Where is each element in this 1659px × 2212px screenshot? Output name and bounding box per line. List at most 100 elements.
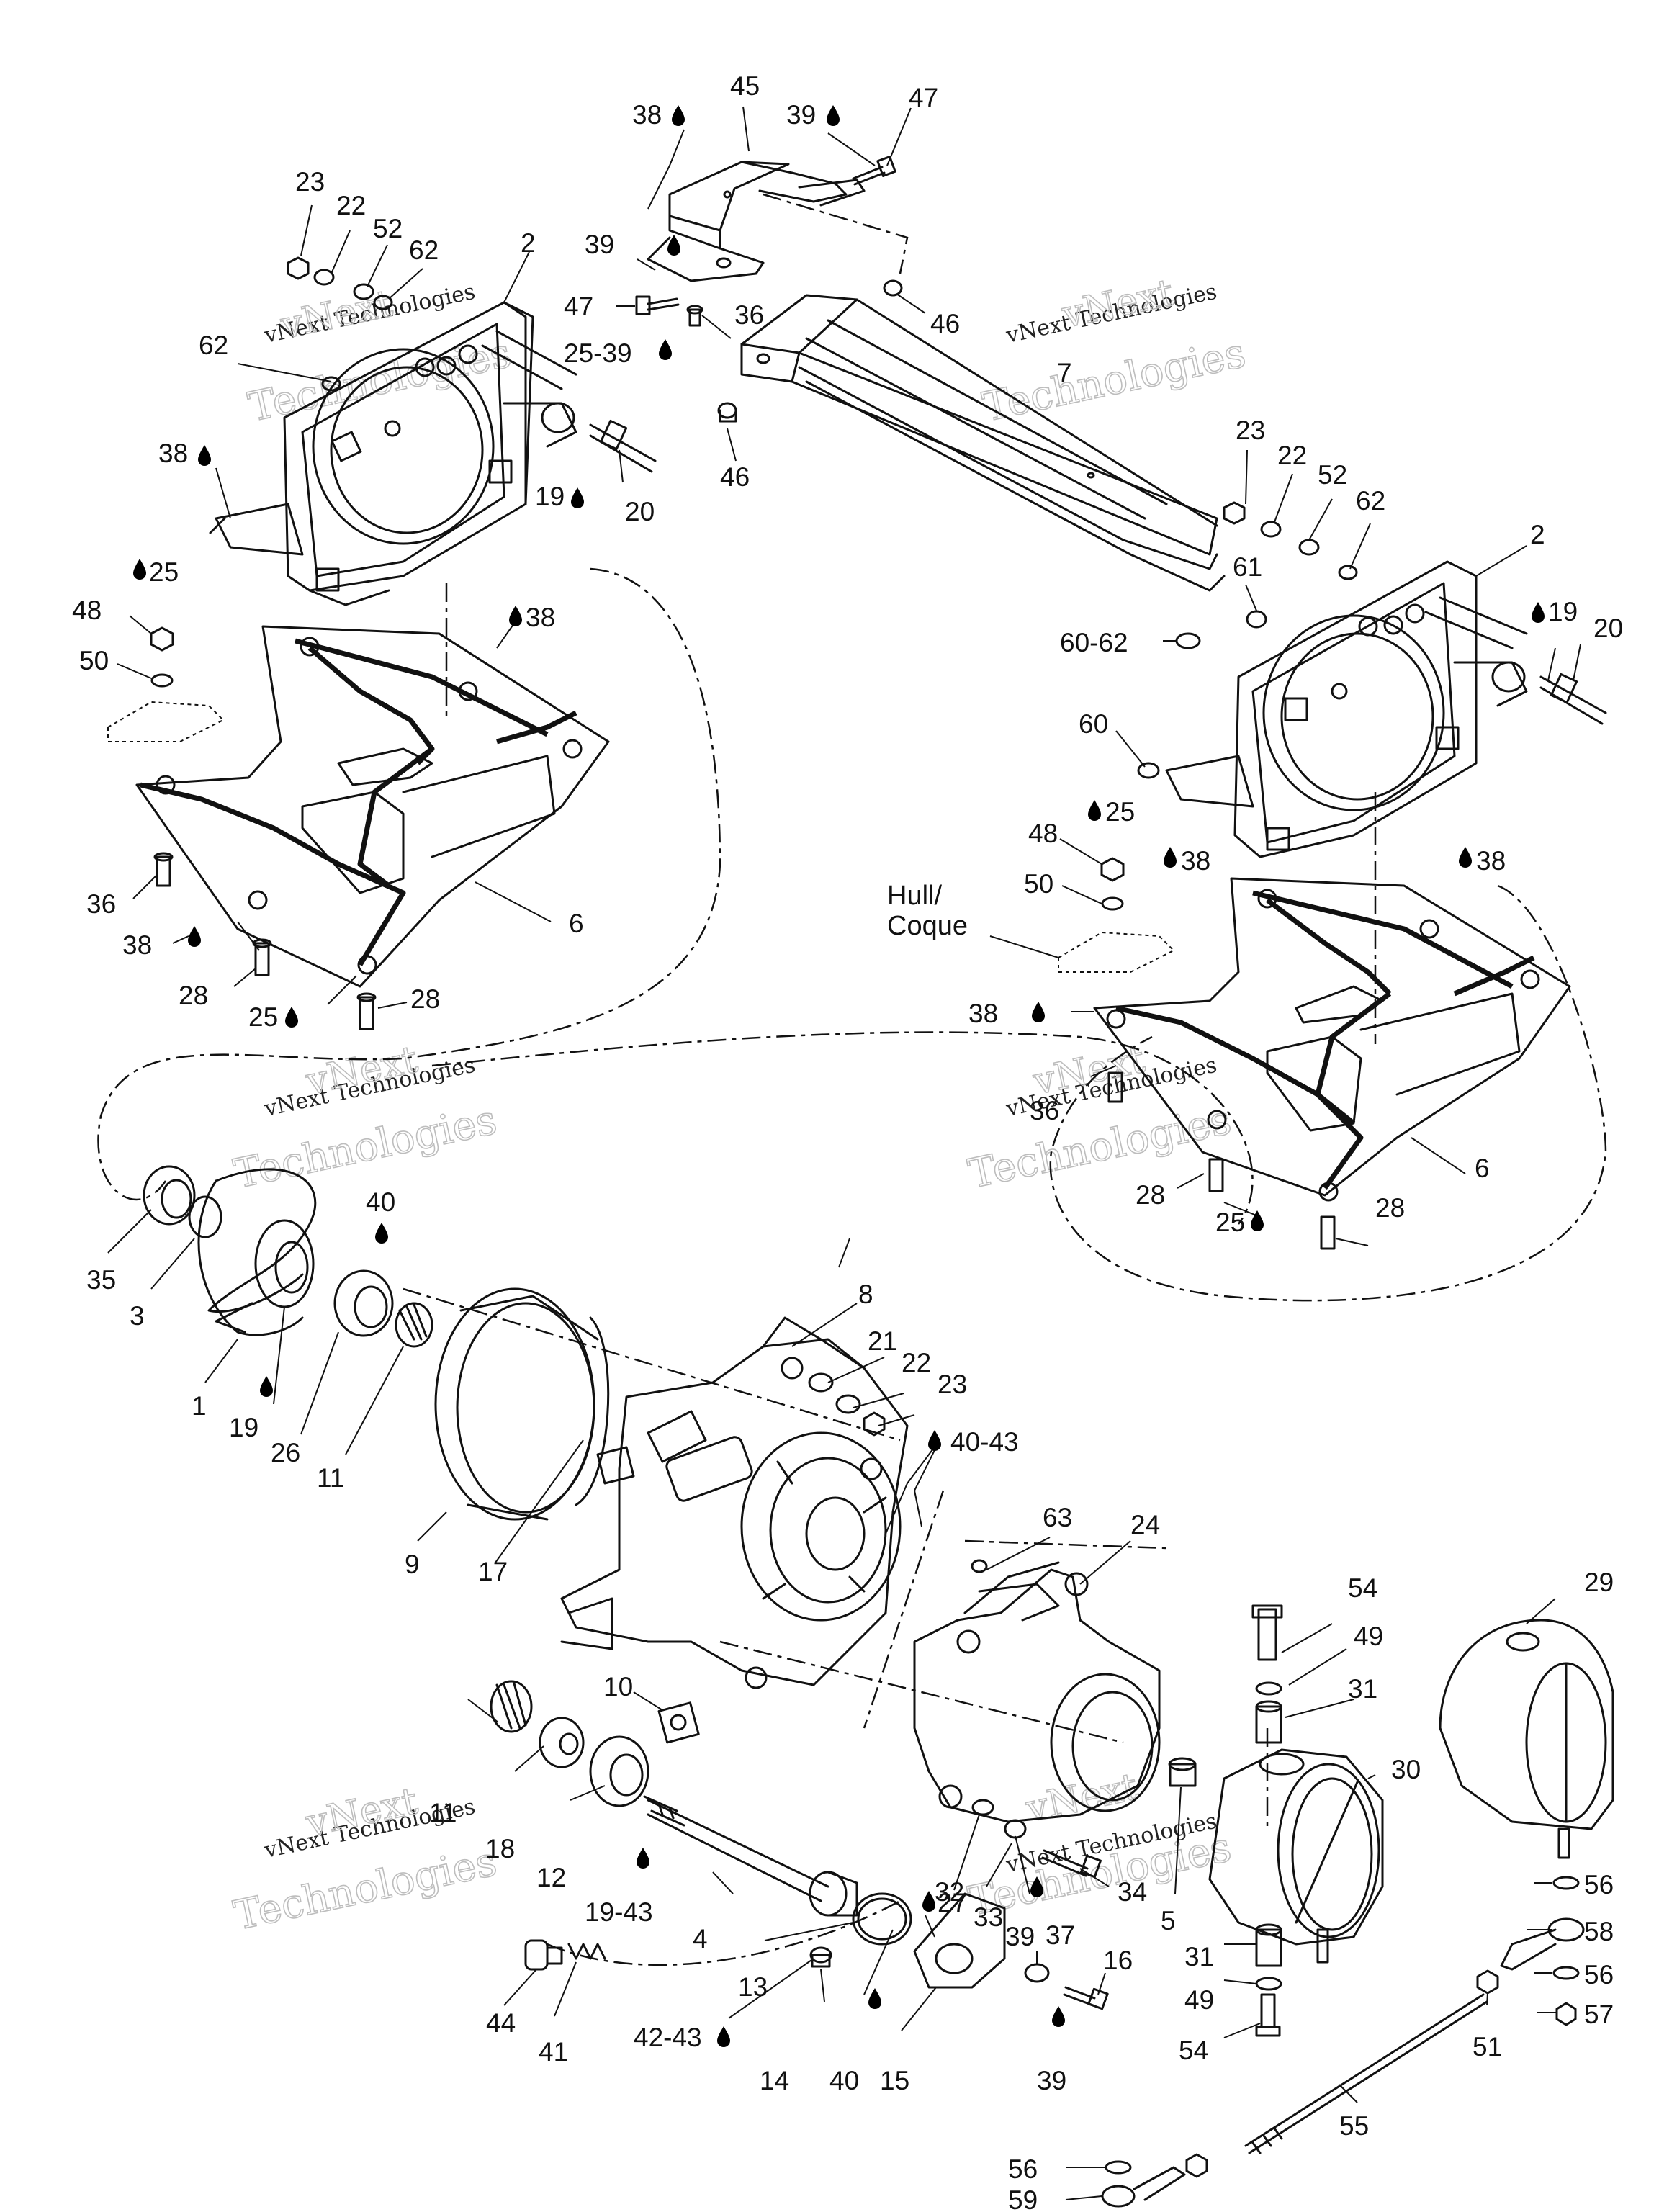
callout-label: 17: [478, 1557, 508, 1586]
part-30-steering-nozzle: [1208, 1748, 1384, 1946]
callout-label: 25: [149, 557, 179, 587]
callout-label: 47: [909, 83, 938, 112]
oil-drop-icon: [868, 1988, 881, 2009]
assembly-lines: [97, 193, 1607, 1966]
callout-label: 54: [1179, 2036, 1208, 2065]
part-10-block: [657, 1701, 700, 1744]
callout-label: 56: [1008, 2154, 1038, 2184]
part-12-thrust-bearing: [589, 1735, 649, 1807]
part-56-washer-upper: [1552, 1876, 1580, 1890]
part-29-reverse-gate: [1439, 1619, 1614, 1859]
part-37-washer: [1024, 1963, 1050, 1983]
callout-label: 11: [429, 1798, 457, 1827]
parts-hardware-right: [1137, 501, 1358, 779]
part-14-plug: [809, 1946, 832, 1968]
parts-48-50-left-nut-washer: [107, 626, 225, 742]
screws-right: [1107, 1071, 1336, 1250]
callout-label: 54: [1348, 1573, 1377, 1603]
part-49-washer-lower: [1255, 1977, 1282, 1991]
part-47-screw: [852, 156, 896, 186]
oil-drop-icon: [509, 606, 522, 626]
part-44-fitting: [524, 1939, 563, 1971]
part-63-pin: [971, 1559, 988, 1573]
callout-label: 36: [1030, 1096, 1059, 1125]
callout-label: 28: [179, 981, 208, 1010]
part-13-o-ring: [852, 1892, 912, 1946]
callout-label: 47: [564, 292, 593, 321]
callout-label: 20: [625, 497, 655, 526]
callout-label: 10: [603, 1672, 633, 1701]
part-nut-bottom: [1185, 2153, 1208, 2178]
part-16-screw: [1063, 1986, 1109, 2010]
callout-label: 23: [1236, 415, 1265, 445]
hull-label-line2: Coque: [887, 911, 968, 941]
oil-drop-icon: [637, 1848, 649, 1869]
oil-drop-icon: [260, 1376, 273, 1397]
part-3-ring: [188, 1195, 222, 1238]
callout-label: 7: [1057, 358, 1072, 387]
callout-label: 6: [569, 909, 584, 938]
callout-label: 44: [486, 2008, 516, 2038]
callout-label: 41: [539, 2037, 568, 2067]
callout-label: 40-43: [950, 1427, 1019, 1457]
leader-lines: [107, 106, 1581, 2200]
callout-label: 9: [405, 1550, 420, 1579]
part-57-nut: [1555, 2002, 1577, 2026]
callout-label: 2: [1530, 520, 1545, 549]
callout-label: 49: [1354, 1622, 1383, 1651]
callout-label: 19: [229, 1413, 258, 1442]
part-41-spring: [567, 1943, 606, 1960]
callout-label: 35: [86, 1265, 116, 1295]
callout-label: 62: [1356, 486, 1385, 516]
callout-label: 11: [317, 1463, 344, 1493]
oil-drop-icon: [1032, 1002, 1045, 1022]
oil-drop-icon: [1164, 847, 1177, 868]
callout-label: 23: [295, 167, 325, 197]
callout-label: 52: [1318, 460, 1347, 490]
part-6-left-grate: [135, 625, 610, 988]
oil-drop-icon: [827, 105, 840, 126]
oil-drop-icon: [672, 105, 685, 126]
callout-label: 8: [858, 1280, 873, 1309]
part-54-bolt-upper: [1251, 1604, 1283, 1661]
callout-label: 46: [720, 462, 750, 492]
callout-label: 37: [1046, 1920, 1075, 1950]
callout-label: 31: [1348, 1674, 1377, 1704]
callout-label: 49: [1184, 1985, 1214, 2015]
watermark-outline: vNext: [1058, 271, 1177, 337]
callout-label: 38: [526, 603, 555, 632]
watermark-outline: Technologies: [244, 330, 515, 431]
oil-drop-icon: [922, 1891, 935, 1912]
callout-label: 14: [760, 2066, 789, 2095]
parts-48-50-right-nut-washer: [1058, 857, 1175, 973]
parts-23-22-52-62-hardware-left: [287, 256, 393, 392]
callout-label: 50: [1024, 869, 1053, 899]
screws-36-28-left: [153, 852, 377, 1030]
callout-label: 63: [1043, 1503, 1072, 1532]
callout-label: 38: [968, 999, 998, 1028]
part-9-wear-ring: [434, 1287, 610, 1521]
callout-label: 22: [336, 191, 366, 220]
part-4-drive-shaft: [643, 1795, 858, 1917]
callout-label: 23: [938, 1370, 967, 1399]
callout-label: 39: [786, 100, 816, 130]
callout-label: 30: [1391, 1755, 1421, 1784]
oil-drop-icon: [188, 926, 201, 947]
part-30-stud: [1316, 1928, 1329, 1964]
callout-label: 28: [1136, 1180, 1165, 1210]
callout-label: 38: [632, 100, 662, 130]
part-56-washer-lower: [1552, 1966, 1580, 1980]
oil-drop-icon: [133, 559, 146, 580]
oil-drop-icon: [375, 1223, 388, 1244]
callout-label: 62: [199, 331, 228, 360]
part-31-bushing-upper: [1255, 1700, 1282, 1744]
callout-label: 38: [1181, 846, 1210, 876]
part-2-left-housing: [209, 301, 577, 606]
callout-label: 24: [1130, 1510, 1160, 1539]
watermark-group: vNext Technologies Technologies vNext vN…: [230, 271, 1251, 1941]
callout-label: 20: [1593, 613, 1623, 643]
callout-label: 57: [1584, 2000, 1614, 2029]
part-8-pump-housing: [560, 1316, 909, 1689]
part-47-screw-left: [635, 295, 680, 315]
callout-label: 61: [1233, 552, 1262, 582]
